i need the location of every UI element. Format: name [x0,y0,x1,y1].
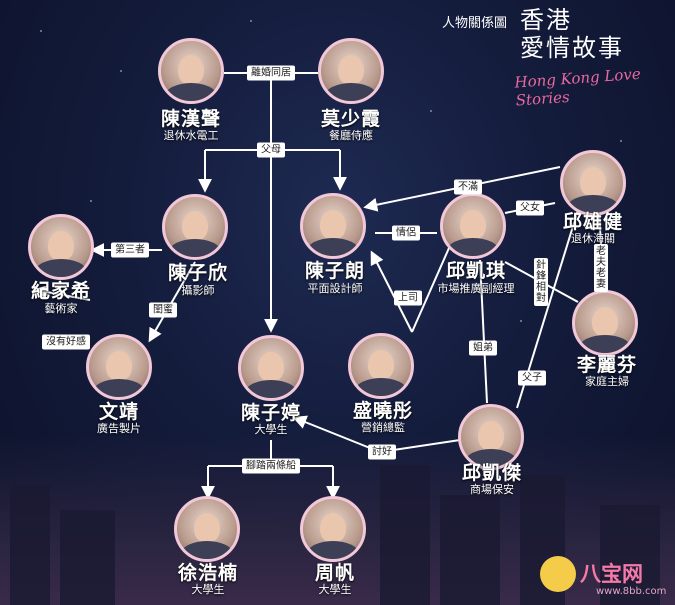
portrait-wen-jing [86,334,152,400]
star [430,110,432,112]
portrait-chen-hansheng [158,38,224,104]
name-qiu-kaiqi: 邱凱琪 [445,260,507,282]
name-qiu-kaijie: 邱凱傑 [461,462,523,484]
role-qiu-kaijie: 商場保安 [470,483,514,496]
role-sheng-xiaotong: 營銷總監 [361,421,405,434]
name-wen-jing: 文靖 [98,401,140,423]
relation-parents: 父母 [257,142,285,158]
building [600,505,660,605]
relation-lovers: 情侶 [392,225,420,241]
building [60,510,115,605]
portrait-mo-shaoxia [318,38,384,104]
role-chen-zilang: 平面設計師 [307,282,363,295]
name-chen-zixin: 陳子欣 [167,262,229,284]
arrow-bestie [148,261,196,343]
relation-divorced-cohabit: 離婚同居 [247,65,295,81]
arrow-superior [370,250,413,333]
portrait-zhou-fan [300,496,366,562]
portrait-sheng-xiaotong [348,333,414,399]
title-line-1: 香港 [520,6,572,34]
relation-at-odds: 針鋒相對 [534,258,548,306]
portrait-ji-jiaxi [28,214,94,280]
star [620,140,622,142]
role-zhou-fan: 大學生 [318,583,352,596]
watermark-brand: 八宝网 [580,562,643,586]
relation-old-couple: 老夫老妻 [594,244,608,292]
role-li-lifen: 家庭主婦 [585,375,629,388]
portrait-qiu-kaiqi [440,193,506,259]
relation-father-daughter: 父女 [516,200,544,216]
star [90,200,92,202]
relation-superior: 上司 [394,290,422,306]
role-wen-jing: 廣告製片 [97,422,141,435]
line-siblings [479,259,488,404]
name-xu-haonan: 徐浩楠 [177,562,239,584]
relation-father-son: 父子 [518,370,546,386]
name-chen-zilang: 陳子朗 [304,260,366,282]
name-mo-shaoxia: 莫少霞 [320,108,382,130]
arrow-no-feelings [33,285,91,301]
relation-no-feelings: 沒有好感 [42,334,90,350]
star [250,20,252,22]
relation-siblings: 姐弟 [469,340,497,356]
building [440,495,500,605]
role-chen-ziting: 大學生 [254,423,288,436]
role-mo-shaoxia: 餐廳侍應 [329,129,373,142]
caption: 人物關係圖 [442,16,508,31]
building [380,465,430,605]
portrait-chen-ziting [238,335,304,401]
relation-flirting: 討好 [368,444,396,460]
star [520,320,522,322]
role-chen-hansheng: 退休水電工 [163,129,219,142]
star [120,70,122,72]
name-sheng-xiaotong: 盛曉彤 [352,400,414,422]
relation-third-party: 第三者 [111,242,149,258]
portrait-qiu-xiongjian [560,150,626,216]
relation-bestie: 閨蜜 [149,302,177,318]
portrait-li-lifen [572,290,638,356]
portrait-chen-zilang [300,193,366,259]
line-superior-1 [411,247,450,333]
role-chen-zixin: 攝影師 [181,284,215,297]
title-line-2: 愛情故事 [520,34,624,62]
title: 香港 愛情故事 [520,6,624,62]
relation-dissatisfied: 不滿 [454,179,482,195]
role-qiu-kaiqi: 市場推廣副經理 [437,282,515,295]
relation-two-timing: 腳踏兩條船 [242,458,300,474]
name-li-lifen: 李麗芬 [576,354,638,376]
star [40,30,42,32]
watermark-url: www.8bb.com [596,586,667,597]
name-chen-ziting: 陳子婷 [240,402,302,424]
role-ji-jiaxi: 藝術家 [44,302,78,315]
building [10,485,50,605]
name-qiu-xiongjian: 邱雄健 [562,211,624,233]
watermark-logo-icon [540,556,576,592]
portrait-xu-haonan [174,496,240,562]
name-chen-hansheng: 陳漢聲 [160,108,222,130]
role-qiu-xiongjian: 退休海關 [571,232,615,245]
role-xu-haonan: 大學生 [191,583,225,596]
name-zhou-fan: 周帆 [314,562,356,584]
name-ji-jiaxi: 紀家希 [30,280,92,302]
portrait-chen-zixin [162,194,228,260]
portrait-qiu-kaijie [458,404,524,470]
